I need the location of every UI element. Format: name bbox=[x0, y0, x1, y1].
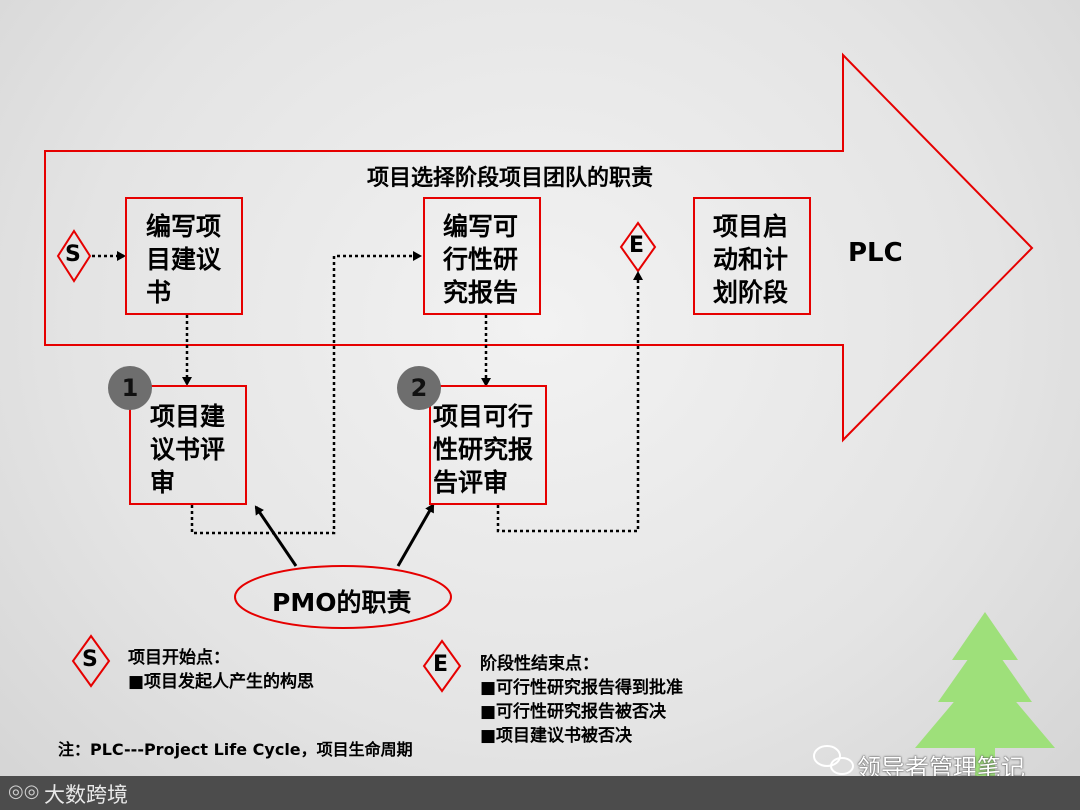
legend-start-diamond bbox=[71, 634, 111, 688]
tree-decoration bbox=[915, 612, 1055, 776]
connector-review2-to-end bbox=[496, 271, 643, 533]
legend-end-symbol: E bbox=[433, 652, 449, 677]
legend-start-text: 项目开始点： ■项目发起人产生的构思 bbox=[128, 648, 315, 692]
end-marker-label: E bbox=[629, 233, 645, 258]
box-proposal-review-text: 项目建 议书评 审 bbox=[150, 402, 226, 497]
connector-review1-to-feasibility bbox=[190, 251, 422, 535]
box-feasibility-review-text: 项目可行 性研究报 告评审 bbox=[433, 402, 534, 497]
box-project-start bbox=[693, 197, 811, 315]
legend-end-text: 阶段性结束点： ■可行性研究报告得到批准 ■可行性研究报告被否决 ■项目建议书被… bbox=[480, 654, 684, 746]
bottom-bar: ◎◎ 大数跨境 bbox=[0, 776, 1080, 810]
box-write-feasibility bbox=[423, 197, 541, 315]
plc-arrow bbox=[44, 52, 1034, 443]
wechat-icon bbox=[813, 745, 854, 775]
plc-label: PLC bbox=[848, 238, 903, 268]
start-diamond bbox=[56, 229, 92, 283]
pmo-label: PMO的职责 bbox=[272, 588, 412, 617]
footnote: 注：PLC---Project Life Cycle，项目生命周期 bbox=[58, 740, 413, 759]
review-number-2: 2 bbox=[397, 366, 441, 410]
pmo-arrow-to-review2 bbox=[396, 503, 435, 567]
diagram-title: 项目选择阶段项目团队的职责 bbox=[366, 166, 653, 191]
bottom-brand-text: 大数跨境 bbox=[44, 783, 128, 807]
legend-start-symbol: S bbox=[82, 647, 98, 672]
box-proposal-review bbox=[129, 385, 247, 505]
legend-end-diamond bbox=[422, 639, 462, 693]
review-number-1: 1 bbox=[108, 366, 152, 410]
box-project-start-text: 项目启 动和计 划阶段 bbox=[713, 212, 789, 307]
box-feasibility-review bbox=[429, 385, 547, 505]
box-write-proposal bbox=[125, 197, 243, 315]
brand-logo-icon: ◎◎ bbox=[8, 781, 40, 802]
pmo-arrow-to-review1 bbox=[254, 505, 298, 567]
pmo-ellipse bbox=[234, 565, 452, 629]
box-write-feasibility-text: 编写可 行性研 究报告 bbox=[443, 212, 519, 307]
box-write-proposal-text: 编写项 目建议 书 bbox=[146, 212, 222, 307]
start-marker-label: S bbox=[65, 242, 81, 267]
